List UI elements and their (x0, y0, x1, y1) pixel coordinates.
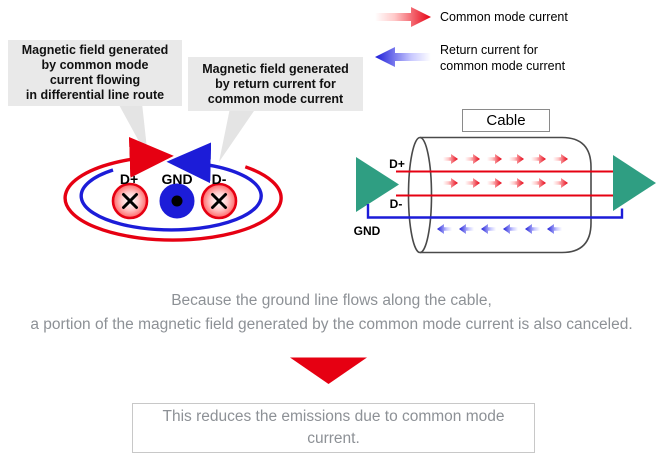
cable-title-box: Cable (462, 109, 550, 132)
receiver-triangle-icon (613, 155, 656, 211)
cross-section-gnd-label: GND (161, 171, 192, 187)
cable-dplus-label: D+ (389, 157, 405, 171)
conclusion-box: This reduces the emissions due to common… (132, 403, 535, 453)
legend-return-current-label: Return current for common mode current (440, 43, 566, 73)
down-arrow-icon (290, 357, 367, 384)
cable-gnd-label: GND (354, 224, 381, 238)
caption-text: Because the ground line flows along the … (30, 292, 633, 333)
callout-left-pointer (118, 103, 148, 158)
return-current-arrows-row (437, 224, 562, 234)
common-mode-arrows-row2 (443, 178, 568, 188)
conductor-dplus-icon (111, 182, 149, 220)
driver-triangle-icon (356, 157, 399, 212)
cross-section-dminus-label: D- (212, 171, 227, 187)
legend-common-mode-label: Common mode current (440, 10, 568, 24)
callout-return-current-field: Magnetic field generated by return curre… (188, 57, 363, 111)
return-current-arrow-icon (375, 47, 431, 67)
magnetic-field-loop-red (63, 137, 283, 242)
cross-section-dplus-label: D+ (120, 171, 138, 187)
conductor-dminus-icon (200, 182, 238, 220)
common-mode-current-arrow-icon (375, 7, 431, 27)
cable-dminus-label: D- (390, 197, 403, 211)
conclusion-text: This reduces the emissions due to common… (162, 408, 505, 447)
conductor-gnd-icon (159, 183, 195, 219)
callout-common-mode-field: Magnetic field generated by common mode … (8, 40, 182, 106)
common-mode-arrows-row1 (443, 154, 568, 164)
wire-gnd (366, 204, 624, 219)
callout-right-pointer (219, 108, 256, 162)
magnetic-field-loop-blue (79, 142, 263, 232)
